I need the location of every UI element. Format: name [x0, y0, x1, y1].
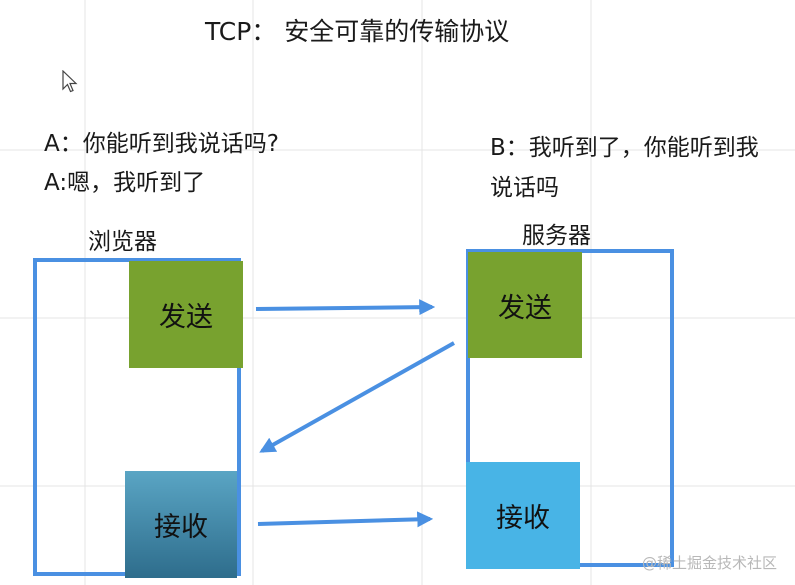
dialogue-b-line-1: B：我听到了，你能听到我: [490, 135, 759, 161]
diagram-title: TCP： 安全可靠的传输协议: [205, 17, 510, 46]
browser-send-label: 发送: [159, 302, 213, 333]
browser-send-box: 发送: [129, 261, 243, 368]
browser-receive-box: 接收: [125, 471, 237, 578]
server-send-label: 发送: [498, 292, 552, 324]
server-label: 服务器: [522, 223, 591, 249]
server-receive-label: 接收: [496, 503, 550, 534]
browser-receive-label: 接收: [154, 512, 208, 543]
arrow-browser-send-to-server: [255, 299, 436, 316]
dialogue-a-answer: A:嗯，我听到了: [44, 170, 206, 196]
arrow-browser-receive-to-server: [257, 511, 434, 528]
arrow-server-send-to-browser-receive: [259, 341, 455, 453]
mouse-pointer-icon: [62, 70, 78, 93]
browser-label: 浏览器: [88, 229, 157, 255]
server-send-box: 发送: [468, 252, 582, 358]
dialogue-a-question: A：你能听到我说话吗?: [44, 131, 279, 157]
server-receive-box: 接收: [466, 462, 580, 569]
watermark: @稀土掘金技术社区: [641, 554, 777, 572]
dialogue-b-line-2: 说话吗: [490, 175, 559, 201]
